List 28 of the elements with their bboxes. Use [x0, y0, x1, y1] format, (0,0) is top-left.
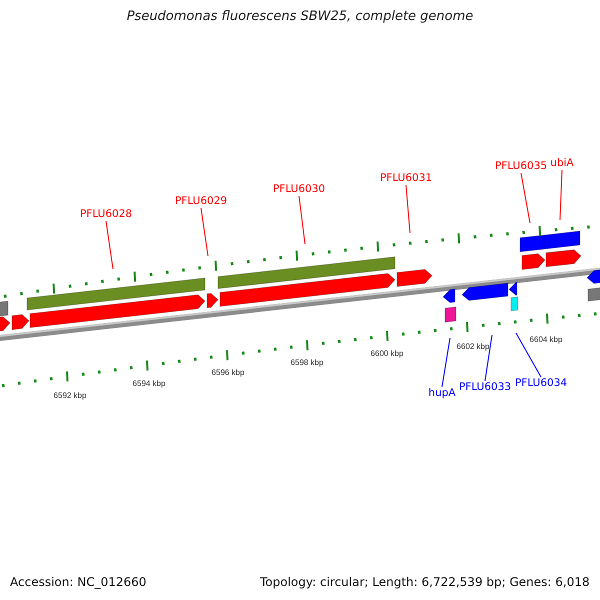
position-label: 6600 kbp — [370, 349, 404, 359]
leader-line — [560, 170, 562, 220]
leader-line — [516, 332, 542, 378]
gene-label: PFLU6034 — [514, 377, 568, 390]
title: Pseudomonas fluorescens SBW25, complete genome — [126, 9, 474, 24]
gene-label: PFLU6028 — [80, 208, 132, 221]
leader-line — [484, 334, 492, 382]
genome-info-text: Topology: circular; Length: 6,722,539 bp; Genes: 6,018 — [260, 575, 590, 589]
position-label: 6602 kbp — [456, 342, 490, 352]
gene-label: PFLU6029 — [174, 195, 228, 208]
genome-info-text: Accession: NC_012660 — [10, 575, 146, 589]
gene-label: hupA — [428, 387, 456, 400]
gene-label: PFLU6031 — [380, 172, 432, 185]
leader-line — [298, 196, 306, 244]
gene-label: ubiA — [550, 157, 574, 170]
leader-line — [406, 184, 410, 234]
gene-label: PFLU6033 — [458, 381, 512, 394]
leader-line — [200, 208, 208, 256]
position-label: 6604 kbp — [530, 335, 562, 345]
leader-line — [520, 172, 530, 224]
position-label: 6594 kbp — [132, 379, 166, 389]
position-label: 6596 kbp — [212, 368, 244, 378]
leader-line — [106, 220, 114, 270]
position-label: 6592 kbp — [54, 391, 86, 401]
position-label: 6598 kbp — [290, 358, 324, 368]
leader-line — [442, 338, 450, 388]
gene-label: PFLU6030 — [272, 183, 326, 196]
gene-label: PFLU6035 — [494, 160, 548, 173]
